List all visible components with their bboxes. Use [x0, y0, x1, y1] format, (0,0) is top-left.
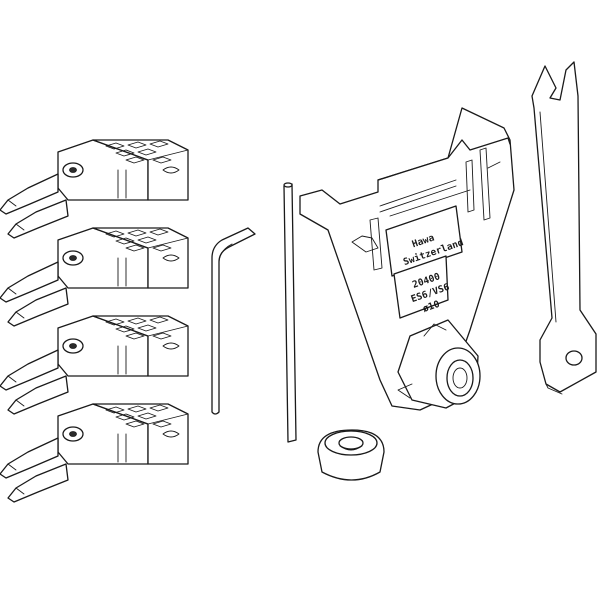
allen-key [211, 227, 256, 415]
spec-diameter: ø10 [421, 299, 441, 315]
steel-rod [283, 182, 297, 443]
connector-clip-4 [0, 403, 189, 503]
flat-wrench [531, 61, 597, 395]
connector-clip-2 [0, 227, 189, 327]
connector-clip-1 [0, 139, 189, 239]
rubber-buffer [317, 429, 385, 481]
track-bracket [299, 107, 515, 411]
connector-clip-3 [0, 315, 189, 415]
